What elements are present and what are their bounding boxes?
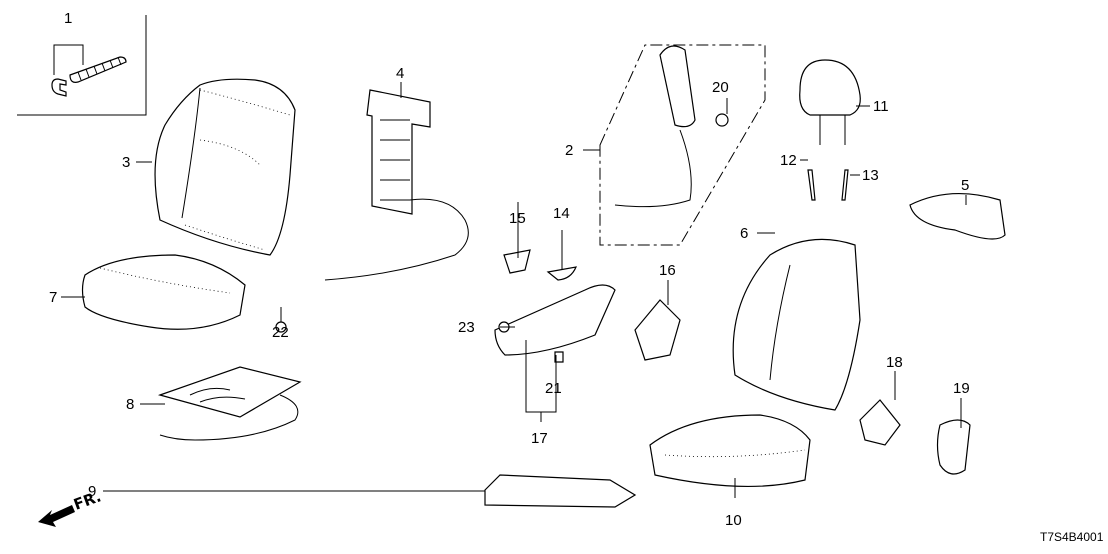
callout-10: 10 [725, 512, 742, 529]
arrow-icon [38, 505, 75, 527]
callout-3: 3 [122, 154, 130, 171]
part-2-assembly-box [599, 44, 766, 246]
part-18-bracket [859, 399, 901, 446]
callout-7: 7 [49, 289, 57, 306]
callout-8: 8 [126, 396, 134, 413]
part-14-cover [546, 266, 577, 281]
callout-19: 19 [953, 380, 970, 397]
callout-6: 6 [740, 225, 748, 242]
part-8-cushion-heater [157, 366, 302, 441]
callout-2: 2 [565, 142, 573, 159]
callout-4: 4 [396, 65, 404, 82]
part-7-cushion-cover [81, 254, 246, 330]
callout-21: 21 [545, 380, 562, 397]
diagram-code: T7S4B4001 [1040, 530, 1104, 544]
part-3-seatback-cover [154, 78, 296, 256]
part-15-cover [503, 249, 531, 274]
callout-1: 1 [64, 10, 72, 27]
callout-23: 23 [458, 319, 475, 336]
callout-15: 15 [509, 210, 526, 227]
part-9-pad [484, 474, 637, 508]
part-6-seatback [732, 238, 861, 411]
leader-lines [61, 82, 967, 498]
inset-box-part-1 [17, 15, 147, 116]
part-16-bracket [634, 299, 681, 361]
part-17-side-trim [494, 284, 616, 356]
part-12-bolt [807, 169, 816, 201]
callout-16: 16 [659, 262, 676, 279]
callout-22: 22 [272, 324, 289, 341]
callout-5: 5 [961, 177, 969, 194]
callout-11: 11 [873, 98, 889, 115]
part-19-cover [936, 419, 971, 475]
direction-label: FR. [71, 487, 103, 513]
part-5-back-panel [909, 193, 1006, 240]
part-10-cushion [649, 414, 811, 487]
callout-17: 17 [531, 430, 548, 447]
part-4-seatback-heater [324, 89, 469, 281]
callout-14: 14 [553, 205, 570, 222]
front-direction-indicator: FR. [38, 487, 103, 527]
callout-18: 18 [886, 354, 903, 371]
part-20-nut [715, 113, 729, 127]
callout-9: 9 [88, 483, 96, 500]
callout-20: 20 [712, 79, 729, 96]
callout-12: 12 [780, 152, 797, 169]
part-13-bolt [841, 169, 849, 201]
part-11-headrest [799, 59, 861, 145]
callout-13: 13 [862, 167, 879, 184]
part-21-clip [554, 351, 564, 363]
